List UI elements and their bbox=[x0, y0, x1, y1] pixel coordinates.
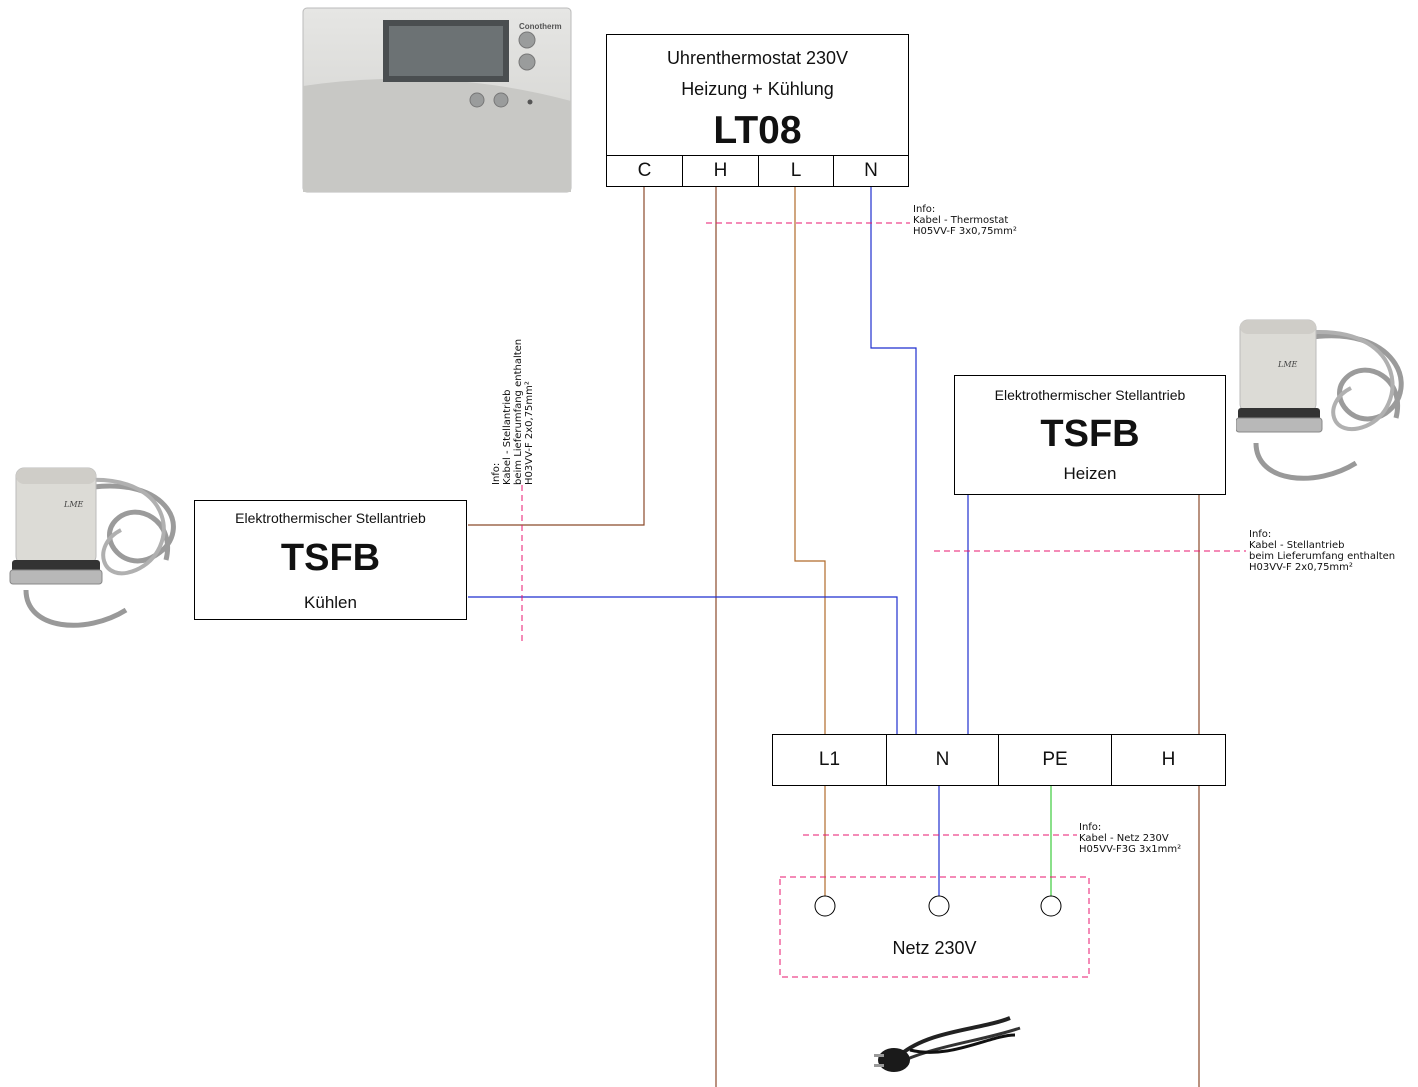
socket-n bbox=[928, 895, 950, 917]
info-line: Kabel - Thermostat bbox=[913, 215, 1009, 226]
info-line: H05VV-F 3x0,75mm² bbox=[913, 226, 1017, 237]
info-line: H05VV-F3G 3x1mm² bbox=[1079, 844, 1182, 855]
info-line: beim Lieferumfang enthalten bbox=[513, 338, 524, 485]
info-line: beim Lieferumfang enthalten bbox=[1249, 551, 1396, 562]
info-line: H03VV-F 2x0,75mm² bbox=[1249, 562, 1353, 573]
info-line: Kabel - Stellantrieb bbox=[1249, 540, 1345, 551]
mains-label: Netz 230V bbox=[892, 938, 977, 958]
wire-cool-blue bbox=[468, 596, 898, 734]
wire-n-blue bbox=[870, 186, 917, 734]
info-actuator-cable-right: Info: Kabel - Stellantrieb beim Lieferum… bbox=[1249, 529, 1395, 573]
info-actuator-cable-left: Info: Kabel - Stellantrieb beim Lieferum… bbox=[491, 339, 535, 485]
info-line: Kabel - Stellantrieb bbox=[502, 389, 513, 485]
actuator-photo-left: LME bbox=[6, 460, 192, 642]
thermostat-brand: Conotherm bbox=[519, 22, 562, 31]
thermostat-terminal-c: C bbox=[606, 155, 683, 187]
actuator-photo-label: LME bbox=[64, 500, 84, 509]
thermostat-subtitle: Heizung + Kühlung bbox=[681, 79, 834, 99]
actuator-heating-title: Elektrothermischer Stellantrieb bbox=[994, 387, 1186, 403]
thermostat-title: Uhrenthermostat 230V bbox=[666, 48, 849, 68]
power-cable-photo bbox=[870, 1010, 1030, 1080]
actuator-cooling-box: Elektrothermischer Stellantrieb TSFB Küh… bbox=[194, 500, 467, 620]
actuator-cooling-model: TSFB bbox=[280, 537, 381, 579]
terminal-n: N bbox=[886, 734, 999, 786]
thermostat-terminal-h: H bbox=[682, 155, 759, 187]
info-thermostat-cable: Info: Kabel - Thermostat H05VV-F 3x0,75m… bbox=[913, 204, 1017, 237]
thermostat-photo: Conotherm bbox=[301, 6, 573, 194]
terminal-h: H bbox=[1111, 734, 1226, 786]
actuator-cooling-title: Elektrothermischer Stellantrieb bbox=[235, 510, 426, 526]
info-mains-cable: Info: Kabel - Netz 230V H05VV-F3G 3x1mm² bbox=[1079, 822, 1181, 855]
wire-l-brown bbox=[794, 186, 826, 734]
info-line: Info: bbox=[1079, 822, 1102, 833]
terminal-l1: L1 bbox=[772, 734, 887, 786]
info-line: H03VV-F 2x0,75mm² bbox=[524, 381, 535, 485]
mains-dashed-box bbox=[779, 876, 1090, 978]
info-line: Info: bbox=[491, 462, 502, 485]
actuator-heating-mode: Heizen bbox=[1063, 464, 1117, 483]
actuator-heating-box: Elektrothermischer Stellantrieb TSFB Hei… bbox=[954, 375, 1226, 495]
thermostat-terminal-l: L bbox=[758, 155, 834, 187]
socket-pe bbox=[1040, 895, 1062, 917]
terminal-pe: PE bbox=[998, 734, 1112, 786]
actuator-photo-right: LME bbox=[1235, 318, 1416, 494]
thermostat-terminal-n: N bbox=[833, 155, 909, 187]
actuator-cooling-mode: Kühlen bbox=[304, 593, 357, 612]
actuator-heating-model: TSFB bbox=[1040, 413, 1140, 455]
info-line: Info: bbox=[1249, 529, 1272, 540]
info-line: Info: bbox=[913, 204, 936, 215]
wire-c-brown bbox=[468, 186, 645, 526]
actuator-photo-label: LME bbox=[1278, 360, 1298, 369]
info-line: Kabel - Netz 230V bbox=[1079, 833, 1169, 844]
thermostat-model: LT08 bbox=[713, 109, 802, 152]
socket-l1 bbox=[814, 895, 836, 917]
